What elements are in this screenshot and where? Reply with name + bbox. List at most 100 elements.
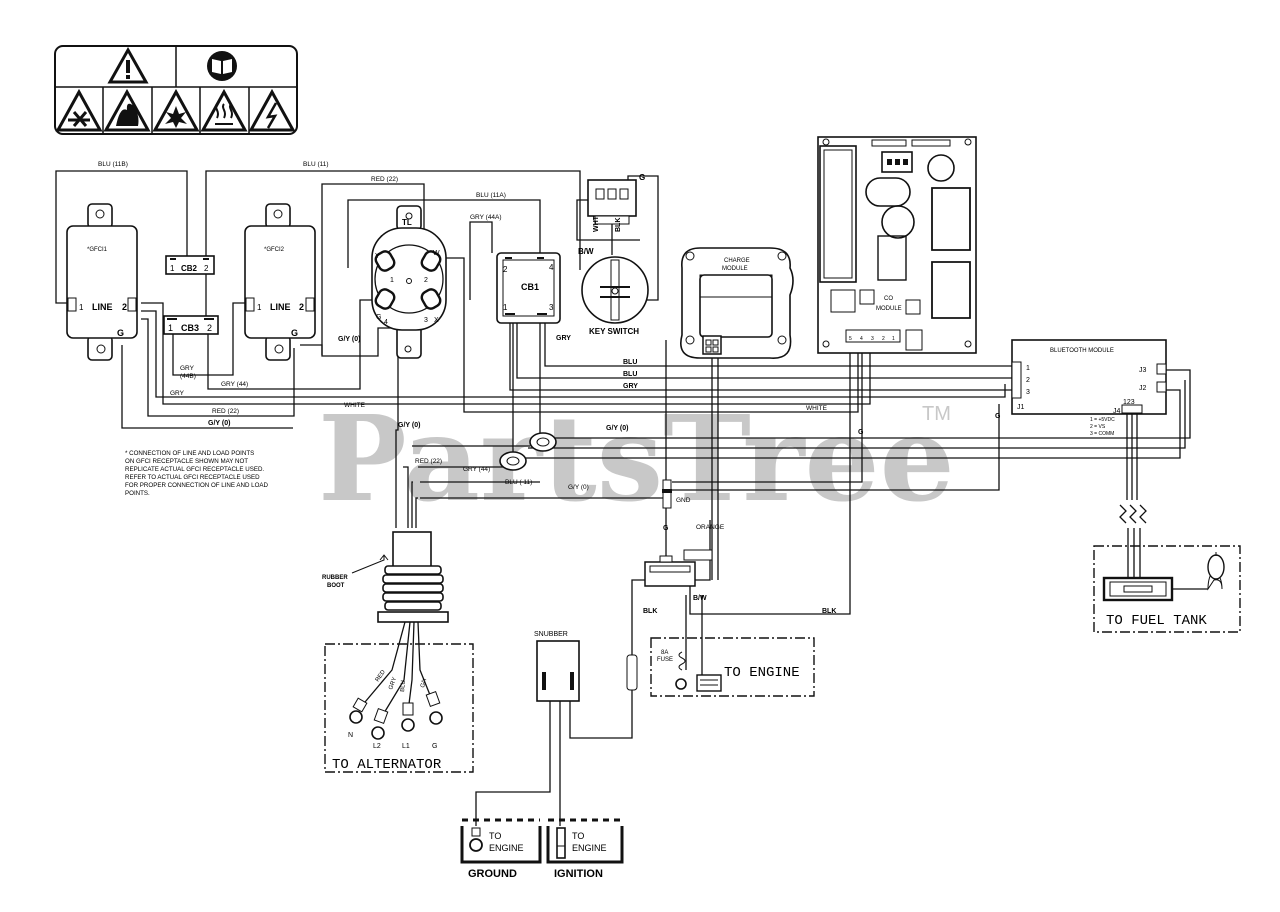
wires (55, 170, 1191, 826)
co-pin-3: 3 (871, 336, 874, 342)
co-module-line2: MODULE (876, 306, 902, 312)
bluetooth-j2: J2 (1139, 385, 1147, 392)
ignition-engine: ENGINE (572, 843, 607, 853)
wire-label-gry: GRY (170, 390, 185, 397)
bluetooth-legend-3: 3 = COMM (1090, 431, 1114, 437)
wire-label-blk-left: BLK (643, 608, 657, 615)
alt-terminal-l1: L1 (402, 743, 410, 750)
gfci1-receptacle: *GFCI1 1 LINE 2 G (66, 203, 138, 361)
co-module: CO MODULE 5 4 3 2 1 (817, 136, 977, 354)
key-switch-bw: B/W (578, 247, 594, 256)
to-alternator-box: RED GRY BLU G/Y N L2 L1 G TO ALTERNATOR (324, 621, 474, 773)
wire-label-gy0-top: G/Y (0) (606, 425, 628, 432)
wire-label-bw: B/W (693, 595, 707, 602)
alt-wire-gry: GRY (388, 677, 398, 691)
wire-label-gy0-mid: G/Y (0) (398, 422, 420, 429)
charge-module: CHARGE MODULE (680, 247, 794, 359)
to-fuel-tank-box: TO FUEL TANK (1093, 545, 1241, 633)
receptacle-tl: TL (402, 218, 412, 227)
cb2-pin2: 2 (204, 264, 209, 273)
wire-label-red22-b: RED (22) (212, 408, 239, 415)
ground-engine: ENGINE (489, 843, 524, 853)
warning-label (54, 45, 298, 135)
gnd-junction (662, 479, 672, 509)
wire-label-gry44a: GRY (44A) (470, 214, 502, 221)
co-module-line1: CO (884, 296, 893, 302)
wire-label-white-right: WHITE (806, 405, 828, 412)
wire-label-g-bt: G (995, 413, 1001, 420)
gfci1-ground: G (117, 328, 124, 338)
explosion-hazard-icon (152, 88, 200, 132)
ferrite-ring-1 (529, 432, 557, 452)
alt-terminal-l2: L2 (373, 743, 381, 750)
co-pin-5: 5 (849, 336, 852, 342)
gfci2-receptacle: *GFCI2 1 LINE 2 G (244, 203, 316, 361)
gfci1-pin2: 2 (122, 302, 127, 312)
cb3-label: CB3 (181, 323, 199, 333)
to-fuel-tank-label: TO FUEL TANK (1106, 613, 1207, 629)
gfci2-pin1: 1 (257, 303, 262, 312)
wire-label-blu11a: BLU (11A) (476, 192, 506, 199)
cb3-pin1: 1 (168, 323, 173, 333)
key-switch-blk: BLK (615, 218, 622, 232)
terminal-n (349, 697, 368, 724)
gfci1-line: LINE (92, 302, 113, 312)
receptacle-w: W (433, 250, 440, 257)
wire-label-gry-cb1: GRY (556, 335, 571, 342)
manual-book-icon (207, 51, 237, 81)
wire-label-gry44b: GRY (180, 365, 195, 372)
note-line-3: REPLICATE ACTUAL GFCI RECEPTACLE USED. (125, 466, 264, 473)
bluetooth-pin-2: 2 (1026, 377, 1030, 384)
cb2-pin1: 1 (170, 264, 175, 273)
wire-label-gry44b-num: (44B) (180, 373, 196, 380)
note-line-6: POINTS. (125, 490, 150, 497)
engine-fuse-8a: 8A (661, 650, 668, 656)
cb1-breaker: 2 4 CB1 1 3 (496, 252, 561, 324)
alt-terminal-n: N (348, 732, 353, 739)
wire-label-blu-2: BLU (623, 371, 637, 378)
wire-label-orange: ORANGE (696, 524, 725, 531)
alt-wire-red: RED (375, 669, 388, 683)
gfci-note: * CONNECTION OF LINE AND LOAD POINTS ON … (125, 450, 269, 497)
cb1-pin1: 1 (503, 303, 508, 312)
note-line-5: FOR PROPER CONNECTION OF LINE AND LOAD (125, 482, 269, 489)
note-line-2: ON GFCI RECEPTACLE SHOWN MAY NOT (125, 458, 248, 465)
terminal-g (425, 691, 443, 725)
wire-label-gy0-gfci: G/Y (0) (338, 336, 360, 343)
wire-label-gry-2: GRY (623, 383, 638, 390)
co-pin-2: 2 (882, 336, 885, 342)
ferrite-ring-2 (499, 451, 527, 471)
gfci2-line: LINE (270, 302, 291, 312)
wire-label-white: WHITE (344, 402, 366, 409)
rubber-boot: RUBBER BOOT (322, 531, 449, 623)
wire-label-gy0-c: G/Y (0) (568, 484, 589, 491)
wire-labels: BLU (11B) BLU (11) RED (22) BLU (11A) GR… (98, 161, 1001, 615)
alt-terminal-g: G (432, 743, 437, 750)
alt-wire-blu: BLU (400, 680, 407, 692)
wire-label-gnd: GND (676, 497, 691, 504)
hot-surface-icon (200, 88, 248, 132)
to-alternator-label: TO ALTERNATOR (332, 757, 442, 773)
bluetooth-j4-pins: 123 (1123, 399, 1135, 406)
fire-hazard-icon (103, 88, 151, 132)
bluetooth-pin-1: 1 (1026, 365, 1030, 372)
receptacle-p4: 4 (384, 319, 388, 326)
gfci2-pin2: 2 (299, 302, 304, 312)
key-switch-g: G (639, 173, 645, 182)
gfci2-ground: G (291, 328, 298, 338)
ground-caption: GROUND (468, 868, 517, 880)
bluetooth-pin-3: 3 (1026, 389, 1030, 396)
watermark-tm: TM (922, 403, 951, 425)
bluetooth-module: BLUETOOTH MODULE 1 2 3 J1 J3 J2 123 J4 1… (1011, 339, 1167, 437)
receptacle-y: Y (375, 253, 380, 260)
ignition-caption: IGNITION (554, 868, 603, 880)
wire-label-red22: RED (22) (371, 176, 398, 183)
ignition-box: TO ENGINE IGNITION (546, 818, 624, 880)
note-line-1: * CONNECTION OF LINE AND LOAD POINTS (125, 450, 254, 457)
wire-label-red22-c: RED (22) (415, 458, 442, 465)
cb3-pin2: 2 (207, 323, 212, 333)
wire-label-gy0: G/Y (0) (208, 420, 230, 427)
cb1-label: CB1 (521, 282, 539, 292)
wire-label-g-co: G (858, 429, 864, 436)
